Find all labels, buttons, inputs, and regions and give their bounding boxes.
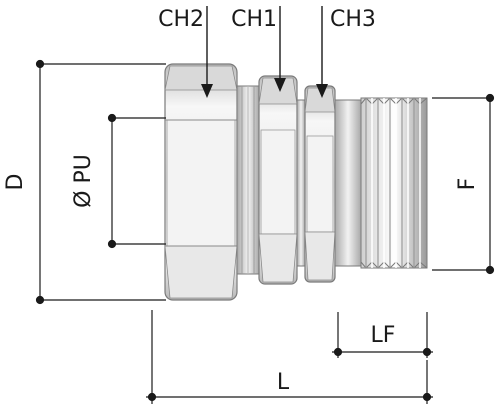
fitting-body — [164, 63, 428, 301]
label-f: F — [455, 178, 480, 191]
label-d: D — [3, 174, 28, 191]
dimension-lines — [35, 59, 495, 404]
dimension-d — [35, 59, 166, 305]
label-pu: Ø PU — [71, 154, 96, 208]
label-ch3: CH3 — [330, 7, 376, 32]
callout-arrows — [201, 6, 328, 98]
dimension-pu — [107, 113, 166, 249]
labels: CH2 CH1 CH3 D Ø PU F LF L — [3, 7, 480, 395]
arrow-ch1 — [274, 6, 286, 92]
label-ch2: CH2 — [158, 7, 204, 32]
hex-nut-ch3 — [304, 85, 336, 283]
label-lf: LF — [371, 323, 396, 348]
neck-1 — [236, 85, 260, 275]
arrow-ch2 — [201, 6, 213, 98]
dimension-f — [432, 93, 495, 275]
neck-2 — [296, 99, 306, 267]
threaded-end — [360, 97, 428, 269]
arrow-ch3 — [316, 6, 328, 98]
dimension-l — [146, 310, 433, 404]
hex-nut-ch1 — [258, 75, 298, 285]
shank — [334, 99, 362, 267]
hex-nut-ch2 — [164, 63, 238, 301]
label-l: L — [277, 370, 290, 395]
dimension-lf — [332, 312, 433, 358]
label-ch1: CH1 — [231, 7, 277, 32]
